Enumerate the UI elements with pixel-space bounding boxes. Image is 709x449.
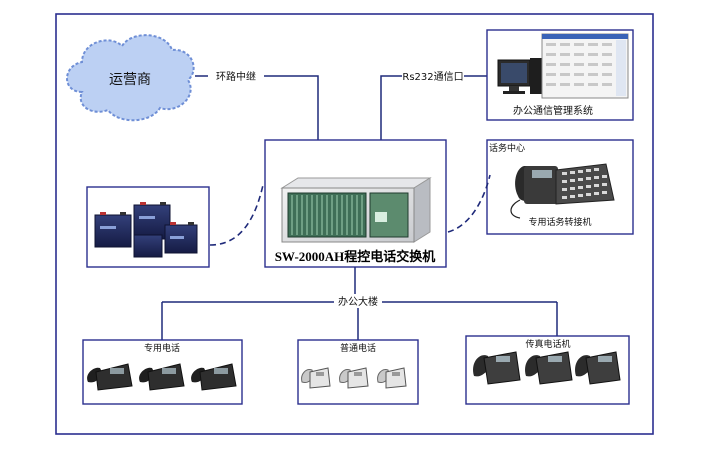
operator-dashed-link [447,174,491,233]
phone-icon [339,367,369,389]
phone-icon [377,367,407,389]
battery-icon [94,202,198,258]
management-system-label: 办公通信管理系统 [513,104,593,117]
carrier-label: 运营商 [109,72,151,88]
ordinary-phones-label: 普通电话 [340,342,376,354]
carrier-cloud: 运营商 [66,34,195,122]
battery-box [86,186,210,268]
phone-icon [139,363,185,391]
phone-icon [575,351,621,385]
rs232-connection: Rs232通信口 [380,69,487,140]
exchange-rack-icon [280,177,432,243]
phone-icon [87,363,133,391]
software-screen [541,33,629,99]
trunk-connection: 环路中继 [195,69,319,140]
office-building-label: 办公大楼 [338,295,378,308]
phone-icon [473,351,521,385]
dedicated-phones-label: 专用电话 [144,342,180,354]
ordinary-phones-box: 普通电话 [297,339,419,405]
phone-icon [301,367,331,389]
trunk-label: 环路中继 [216,70,256,83]
switch-box: SW-2000AH程控电话交换机 [264,139,447,268]
phone-icon [525,351,573,385]
office-bus: 办公大楼 [161,267,558,340]
outer-frame [55,13,654,435]
operator-center-box: 话务中心 专用话务转接机 [486,139,634,235]
operator-center-title: 话务中心 [489,142,525,154]
dedicated-phones-box: 专用电话 [82,339,243,405]
phone-icon [191,363,237,391]
fax-phones-box: 传真电话机 [465,335,630,405]
operator-device-label: 专用话务转接机 [528,216,591,228]
switch-label: SW-2000AH程控电话交换机 [275,249,436,264]
operator-console-icon [510,163,615,219]
fax-phones-label: 传真电话机 [525,338,570,350]
management-system-box: 办公通信管理系统 [486,29,634,121]
battery-dashed-link [209,184,264,246]
rs232-label: Rs232通信口 [402,71,463,83]
pc-tower-icon [530,58,542,94]
